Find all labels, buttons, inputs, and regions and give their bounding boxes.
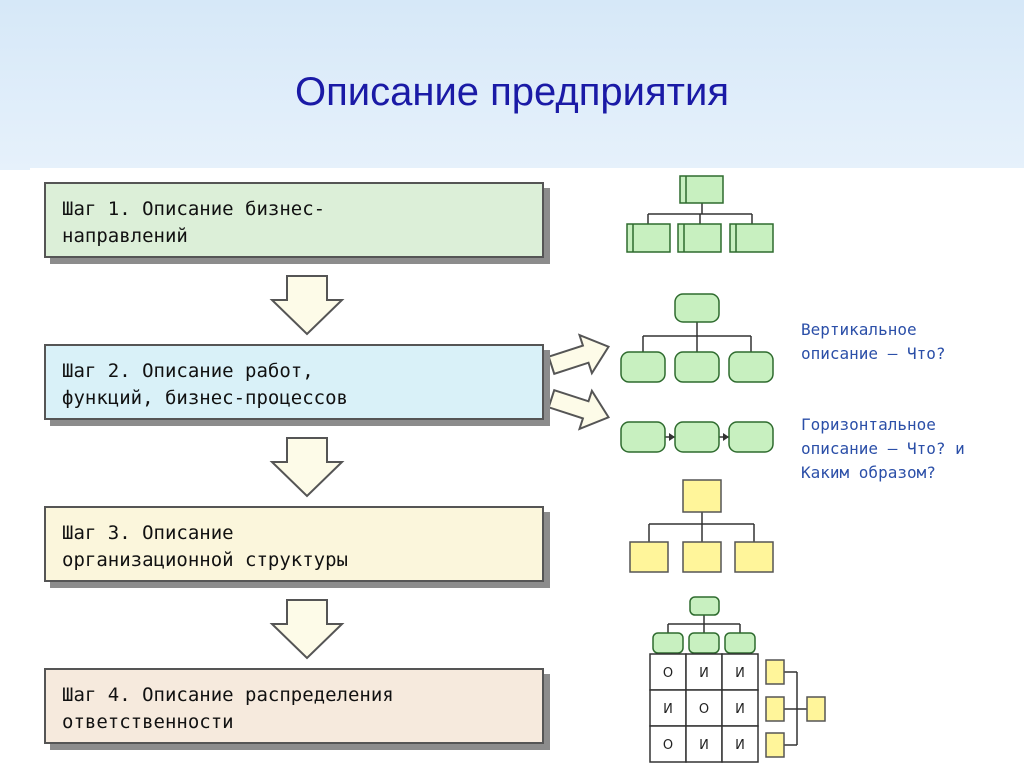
process-node <box>674 293 720 323</box>
matrix-cell-label: О <box>663 666 673 681</box>
process-node <box>688 632 720 654</box>
matrix-cell-label: И <box>735 666 745 681</box>
down-arrow-3 <box>269 599 345 660</box>
header-band <box>0 0 1024 170</box>
vertical-description-note: Вертикальное описание – Что? <box>801 318 946 366</box>
matrix-cell-label: И <box>735 702 745 717</box>
matrix-cell-label: О <box>663 738 673 753</box>
org-structure-tree <box>629 479 774 573</box>
step-3-line-2: организационной структуры <box>62 549 348 571</box>
org-unit <box>629 541 669 573</box>
note-line: описание – Что? <box>801 344 946 363</box>
note-line: Горизонтальное <box>801 415 936 434</box>
step-3-box: Шаг 3. Описание организационной структур… <box>44 506 544 582</box>
step-3-line-1: Шаг 3. Описание <box>62 522 234 544</box>
page-title: Описание предприятия <box>294 70 729 114</box>
step-2-box: Шаг 2. Описание работ, функций, бизнес-п… <box>44 344 544 420</box>
hierarchy-node <box>679 175 724 204</box>
step-1-box: Шаг 1. Описание бизнес- направлений <box>44 182 544 258</box>
org-unit <box>734 541 774 573</box>
hierarchy-node <box>626 223 671 253</box>
down-arrow-1 <box>269 275 345 336</box>
note-line: описание – Что? и <box>801 439 965 458</box>
horizontal-description-note: Горизонтальное описание – Что? и Каким о… <box>801 413 965 485</box>
business-directions-hierarchy <box>626 175 774 253</box>
right-arrow-horizontal <box>547 388 611 431</box>
process-node <box>728 421 774 453</box>
hierarchy-node <box>729 223 774 253</box>
step-1-line-1: Шаг 1. Описание бизнес- <box>62 198 326 220</box>
matrix-cell <box>649 725 687 763</box>
matrix-cell-label: И <box>699 666 709 681</box>
down-arrow-2 <box>269 437 345 498</box>
matrix-cell-label: И <box>699 738 709 753</box>
process-node <box>724 632 756 654</box>
matrix-cell-label: О <box>699 702 709 717</box>
org-unit <box>806 696 826 722</box>
responsibility-matrix: О И И И О И О И И <box>649 596 826 763</box>
org-unit <box>765 696 785 722</box>
hierarchy-node <box>677 223 722 253</box>
process-node <box>728 351 774 383</box>
content-area <box>30 168 1024 767</box>
step-4-line-1: Шаг 4. Описание распределения <box>62 684 394 706</box>
org-unit <box>765 659 785 685</box>
vertical-process-tree <box>620 293 774 383</box>
process-node <box>620 351 666 383</box>
process-node <box>689 596 720 616</box>
org-unit <box>682 479 722 513</box>
matrix-grid: О И И И О И О И И <box>649 653 759 763</box>
org-unit <box>682 541 722 573</box>
note-line: Вертикальное <box>801 320 917 339</box>
note-line: Каким образом? <box>801 463 936 482</box>
step-2-line-1: Шаг 2. Описание работ, <box>62 360 314 382</box>
org-unit <box>765 732 785 758</box>
matrix-cell <box>649 689 687 727</box>
horizontal-process-chain <box>620 421 774 453</box>
matrix-cell <box>721 653 759 691</box>
process-node <box>674 421 720 453</box>
process-node <box>652 632 684 654</box>
matrix-cell <box>721 689 759 727</box>
matrix-cell-label: И <box>735 738 745 753</box>
step-2-line-2: функций, бизнес-процессов <box>62 387 348 409</box>
matrix-cell <box>721 725 759 763</box>
right-arrow-vertical <box>547 333 611 376</box>
step-1-line-2: направлений <box>62 225 188 247</box>
matrix-cell-label: И <box>663 702 673 717</box>
step-4-line-2: ответственности <box>62 711 234 733</box>
process-node <box>674 351 720 383</box>
process-node <box>620 421 666 453</box>
step-4-box: Шаг 4. Описание распределения ответствен… <box>44 668 544 744</box>
